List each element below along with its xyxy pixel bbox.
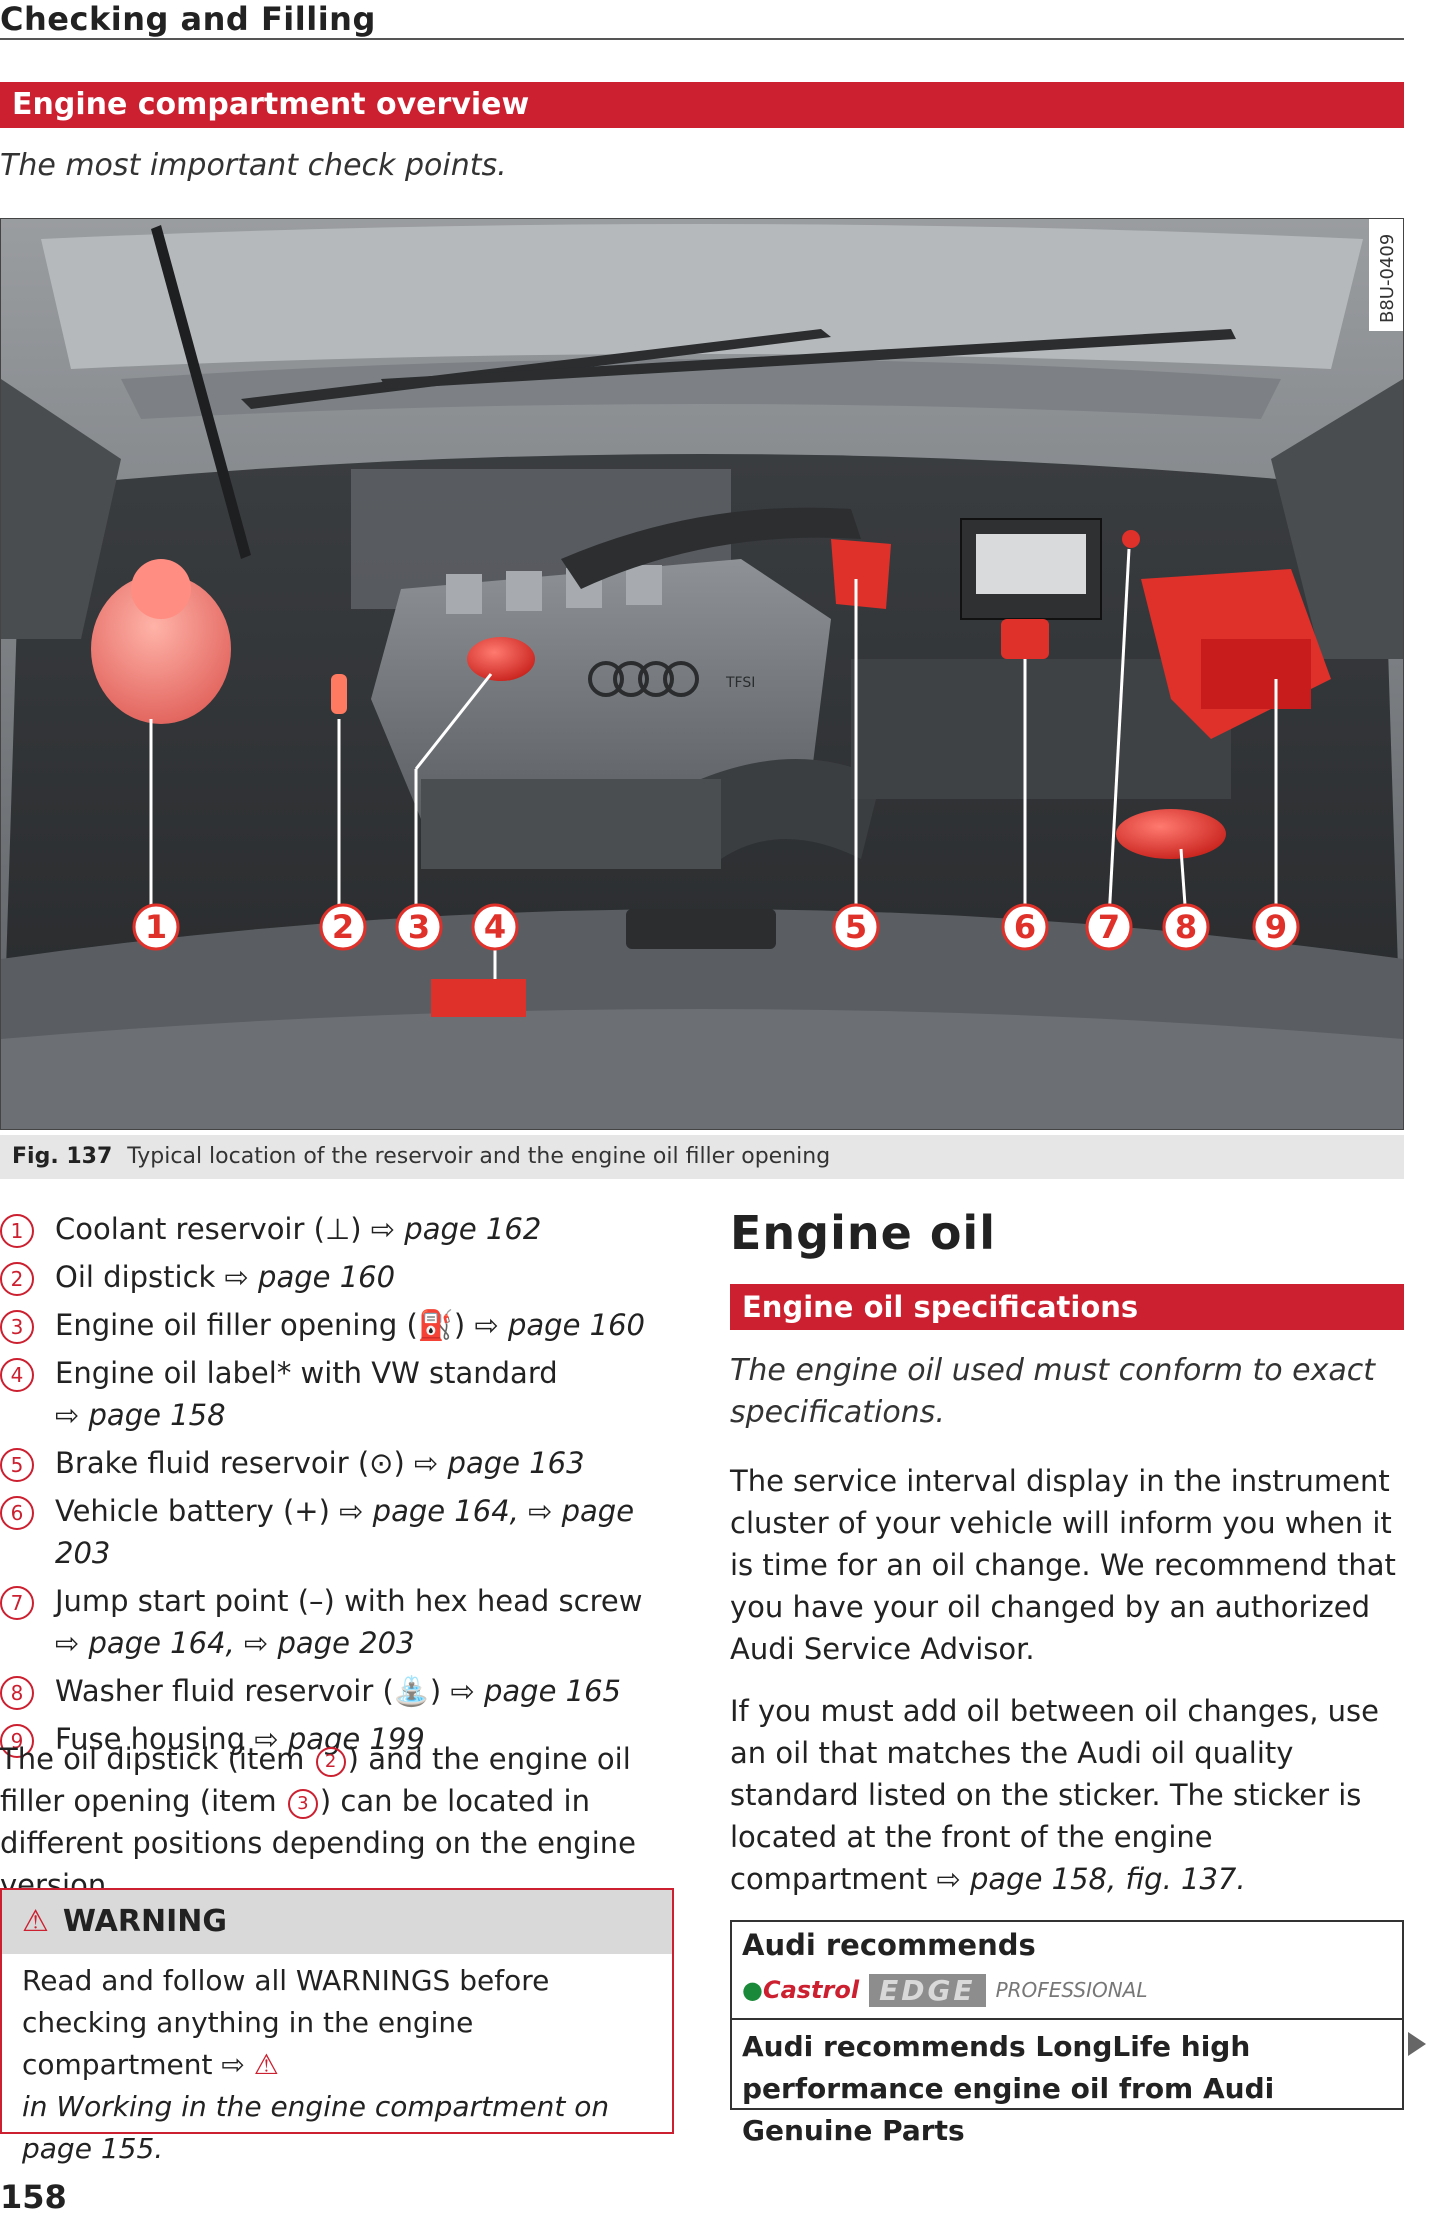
figure-caption: Fig. 137 Typical location of the reservo… xyxy=(0,1135,1404,1179)
item-number: 8 xyxy=(0,1676,34,1710)
svg-text:7: 7 xyxy=(1098,908,1120,946)
page-link[interactable]: , ⇨ page 203 xyxy=(225,1626,415,1660)
svg-text:4: 4 xyxy=(484,908,506,946)
page-link[interactable]: ⇨ page 162 xyxy=(370,1212,542,1246)
brake-icon: ⊙ xyxy=(369,1446,394,1480)
list-item: 3 Engine oil filler opening (⛽) ⇨ page 1… xyxy=(0,1304,670,1346)
callout-6: 6 xyxy=(1001,903,1049,951)
page-link[interactable]: ⇨ page 160 xyxy=(474,1308,645,1342)
page-link[interactable]: ⇨ page 165 xyxy=(450,1674,621,1708)
engine-illustration: TFSI xyxy=(1,219,1403,1129)
callout-5: 5 xyxy=(832,903,880,951)
item-number: 6 xyxy=(0,1496,34,1530)
page-link[interactable]: ⇨ page 158, fig. 137. xyxy=(936,1862,1246,1896)
svg-text:1: 1 xyxy=(145,908,167,946)
continue-arrow-icon xyxy=(1408,2032,1426,2056)
item-number: 5 xyxy=(0,1448,34,1482)
list-item: 7 Jump start point (–) with hex head scr… xyxy=(0,1580,670,1664)
professional-wordmark: PROFESSIONAL xyxy=(995,1978,1148,2002)
list-item: 2 Oil dipstick ⇨ page 160 xyxy=(0,1256,670,1298)
recommendation-box: Audi recommends ●Castrol EDGE PROFESSION… xyxy=(730,1920,1404,2147)
callout-3: 3 xyxy=(395,903,443,951)
engine-compartment-figure: TFSI xyxy=(0,218,1404,1130)
page-link[interactable]: ⇨ page 158 xyxy=(55,1398,226,1432)
svg-text:5: 5 xyxy=(845,908,867,946)
castrol-edge-logo: ●Castrol EDGE PROFESSIONAL xyxy=(732,1962,1402,2020)
callout-4: 4 xyxy=(471,903,519,951)
warning-body: Read and follow all WARNINGS before chec… xyxy=(22,1964,610,2165)
svg-text:3: 3 xyxy=(408,908,430,946)
engine-oil-spec-title: Engine oil specifications xyxy=(730,1284,1404,1330)
callout-9: 9 xyxy=(1252,903,1300,951)
page-link[interactable]: ⇨ page 164 xyxy=(339,1494,510,1528)
warning-triangle-icon: ⚠ xyxy=(253,2048,279,2081)
list-item: 6 Vehicle battery (+) ⇨ page 164, ⇨ page… xyxy=(0,1490,670,1574)
item-number: 1 xyxy=(0,1214,34,1248)
svg-text:8: 8 xyxy=(1175,908,1197,946)
warning-header: ⚠ WARNING xyxy=(2,1890,672,1954)
warning-triangle-icon: ⚠ xyxy=(22,1904,49,1939)
warning-box: ⚠ WARNING Read and follow all WARNINGS be… xyxy=(0,1888,674,2165)
page-link[interactable]: ⇨ page 163 xyxy=(414,1446,585,1480)
page-number: 158 xyxy=(0,2178,67,2216)
oil-can-icon: ⛽ xyxy=(417,1308,454,1342)
check-points-list: 1 Coolant reservoir (⊥) ⇨ page 162 2 Oil… xyxy=(0,1208,670,1766)
list-item: 1 Coolant reservoir (⊥) ⇨ page 162 xyxy=(0,1208,670,1250)
recommendation-text: Audi recommends LongLife high performanc… xyxy=(742,2030,1275,2147)
tfsi-logo: TFSI xyxy=(725,675,755,691)
item-number: 9 xyxy=(0,1724,34,1758)
callout-2: 2 xyxy=(319,903,367,951)
coolant-icon: ⊥ xyxy=(324,1212,351,1246)
washer-icon: ⛲ xyxy=(393,1674,430,1708)
item-number: 4 xyxy=(0,1358,34,1392)
figure-code: B8U-0409 xyxy=(1377,234,1398,323)
callout-1: 1 xyxy=(132,903,180,951)
warning-reference[interactable]: in Working in the engine compartment on … xyxy=(22,2090,610,2165)
list-item: 4 Engine oil label* with VW standard ⇨ p… xyxy=(0,1352,670,1436)
running-header: Checking and Filling xyxy=(0,0,376,38)
list-item: 5 Brake fluid reservoir (⊙) ⇨ page 163 xyxy=(0,1442,670,1484)
dipstick-note: The oil dipstick (item 2) and the engine… xyxy=(0,1742,636,1902)
section-title: Engine compartment overview xyxy=(0,82,1404,128)
recommendation-title: Audi recommends xyxy=(742,1928,1036,1962)
page-link[interactable]: , ⇨ page 203 xyxy=(55,1494,635,1570)
item-number: 2 xyxy=(0,1262,34,1296)
callout-8: 8 xyxy=(1162,903,1210,951)
header-rule xyxy=(0,38,1404,40)
castrol-logo: ●Castrol xyxy=(742,1976,860,2004)
svg-text:6: 6 xyxy=(1014,908,1036,946)
item-number: 7 xyxy=(0,1586,34,1620)
engine-oil-para-1: The service interval display in the inst… xyxy=(730,1464,1396,1666)
svg-text:2: 2 xyxy=(332,908,354,946)
edge-logo: EDGE xyxy=(869,1973,986,2007)
engine-oil-para-2: If you must add oil between oil changes,… xyxy=(730,1694,1379,1896)
item-number: 3 xyxy=(287,1789,318,1819)
figure-caption-text: Typical location of the reservoir and th… xyxy=(127,1144,831,1169)
svg-text:9: 9 xyxy=(1265,908,1287,946)
figure-caption-label: Fig. 137 xyxy=(12,1144,113,1169)
page-link[interactable]: ⇨ page 160 xyxy=(224,1260,396,1294)
item-number: 3 xyxy=(0,1310,34,1344)
warning-title: WARNING xyxy=(62,1904,227,1939)
callout-7: 7 xyxy=(1085,903,1133,951)
item-number: 2 xyxy=(315,1747,346,1777)
engine-oil-heading: Engine oil xyxy=(730,1206,996,1260)
list-item: 8 Washer fluid reservoir (⛲) ⇨ page 165 xyxy=(0,1670,670,1712)
engine-oil-lead: The engine oil used must conform to exac… xyxy=(730,1353,1375,1430)
page-link[interactable]: ⇨ page 164 xyxy=(55,1626,226,1660)
section-lead: The most important check points. xyxy=(0,148,507,183)
